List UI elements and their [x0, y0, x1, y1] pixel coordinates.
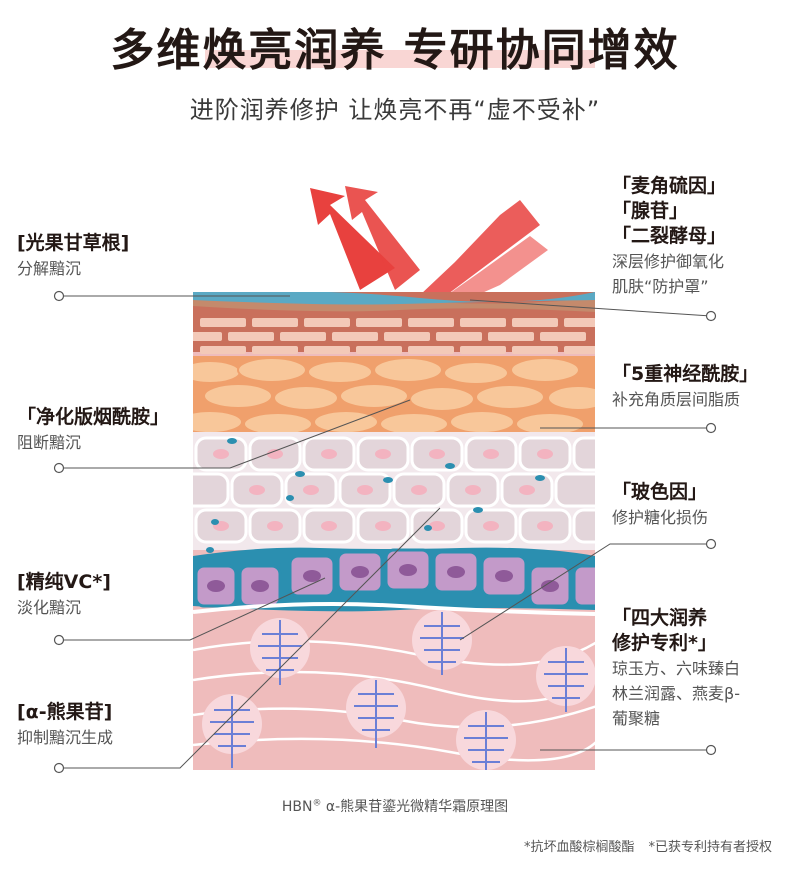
label-ceramides: 「5重神经酰胺」 补充角质层间脂质 — [612, 362, 758, 412]
cell-nuclei — [213, 449, 553, 531]
label-desc: 淡化黯沉 — [17, 598, 82, 617]
footnotes: *抗坏血酸棕榈酸酯 *已获专利持有者授权 — [510, 836, 772, 855]
label-heading: 「二裂酵母」 — [612, 225, 727, 247]
brick-layer — [193, 318, 595, 354]
leader-endpoints — [53, 290, 717, 774]
label-desc: 修护糖化损伤 — [612, 508, 709, 527]
melanin-dots — [206, 438, 545, 553]
label-alpha-arbutin: [α-熊果苷] 抑制黯沉生成 — [17, 700, 113, 750]
label-desc: 深层修护御氧化 — [612, 252, 725, 271]
skin-surface-film — [193, 292, 595, 305]
label-heading: [精纯VC*] — [17, 571, 111, 593]
label-vitamin-c: [精纯VC*] 淡化黯沉 — [17, 570, 111, 620]
label-heading: 「四大润养 — [612, 607, 708, 629]
label-heading: [光果甘草根] — [17, 232, 130, 254]
label-licorice-root: [光果甘草根] 分解黯沉 — [17, 231, 129, 281]
label-desc: 葡聚糖 — [612, 709, 661, 728]
label-ergothioneine: 「麦角硫因」 「腺苷」 「二裂酵母」 深层修护御氧化 肌肤“防护罩” — [612, 174, 726, 299]
label-pro-xylane: 「玻色因」 修护糖化损伤 — [612, 480, 708, 530]
page-subtitle: 进阶润养修护 让焕亮不再“虚不受补” — [189, 96, 601, 124]
brand-name: HBN — [281, 799, 313, 815]
basal-nuclei — [207, 564, 559, 592]
title-highlight — [205, 50, 595, 68]
label-desc: 分解黯沉 — [17, 259, 82, 278]
red-arrows-icon — [310, 186, 548, 305]
label-heading: 「腺苷」 — [612, 200, 689, 222]
label-patents: 「四大润养 修护专利*」 琼玉方、六味臻白 林兰润露、燕麦β- 葡聚糖 — [612, 606, 740, 731]
label-desc: 林兰润露、燕麦β- — [612, 684, 740, 703]
label-desc: 阻断黯沉 — [17, 433, 82, 452]
label-heading: 「麦角硫因」 — [612, 175, 727, 197]
label-desc: 抑制黯沉生成 — [17, 728, 114, 747]
caption-text: α-熊果苷鎏光微精华霜原理图 — [321, 799, 509, 815]
granular-cells — [193, 357, 595, 436]
page-title: 多维焕亮润养 专研协同增效 — [110, 25, 680, 76]
label-niacinamide: 「净化版烟酰胺」 阻断黯沉 — [17, 405, 169, 455]
label-desc: 肌肤“防护罩” — [612, 277, 709, 296]
label-heading: 修护专利*」 — [612, 632, 717, 654]
label-heading: 「5重神经酰胺」 — [612, 363, 759, 385]
label-heading: 「净化版烟酰胺」 — [17, 406, 170, 428]
label-heading: [α-熊果苷] — [17, 701, 113, 723]
label-desc: 琼玉方、六味臻白 — [612, 659, 741, 678]
label-heading: 「玻色因」 — [612, 481, 708, 503]
leader-lines — [59, 295, 712, 769]
registered-mark: ® — [312, 798, 322, 809]
label-desc: 补充角质层间脂质 — [612, 390, 741, 409]
footnote-patent: *已获专利持有者授权 — [648, 840, 772, 855]
collagen-fibers-icon — [210, 612, 588, 770]
diagram-caption: HBN® α-熊果苷鎏光微精华霜原理图 — [0, 796, 790, 816]
footnote-vc: *抗坏血酸棕榈酸酯 — [523, 840, 635, 855]
